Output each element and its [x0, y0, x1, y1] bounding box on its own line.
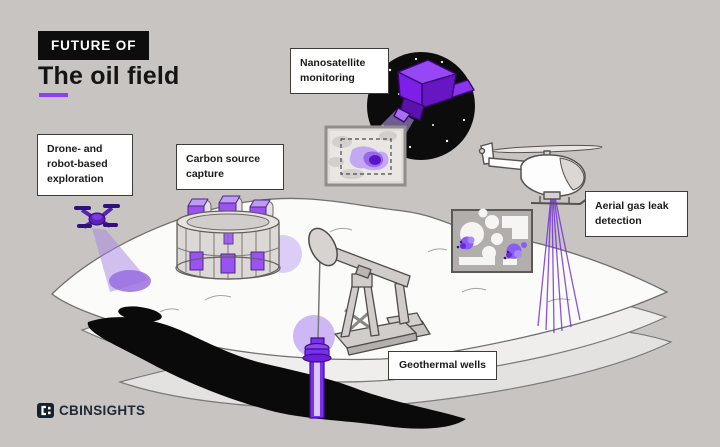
terrain-layers	[51, 197, 673, 409]
pumpjack	[308, 227, 431, 356]
nanosatellite-scene	[324, 52, 475, 187]
brand-logo: CBINSIGHTS	[37, 402, 145, 419]
helicopter-scene	[478, 142, 603, 334]
title-underline	[39, 93, 68, 97]
satellite-image-inset	[324, 125, 407, 187]
drone-icon	[74, 204, 120, 229]
label-carbon-capture: Carbon source capture	[176, 144, 284, 191]
nanosatellite-icon	[393, 59, 475, 123]
label-geothermal-wells: Geothermal wells	[388, 351, 497, 381]
cbinsights-icon	[37, 403, 54, 418]
label-drone-exploration: Drone- and robot-based exploration	[37, 134, 133, 196]
detected-gas-leaks	[456, 236, 527, 260]
carbon-capture-structure	[175, 195, 281, 280]
page-title: The oil field	[38, 62, 180, 90]
drone-spotlight	[109, 270, 151, 292]
oil-pool	[87, 306, 467, 429]
label-aerial-gas-leak-detection: Aerial gas leak detection	[585, 191, 688, 238]
carbon-capture-inner-cells	[189, 231, 265, 274]
leak-detection-panel	[451, 208, 533, 273]
brand-name: CBINSIGHTS	[59, 403, 146, 418]
helicopter-icon	[478, 142, 603, 205]
pumpjack-horsehead	[308, 227, 338, 267]
kicker-badge: FUTURE OF	[38, 31, 150, 60]
pumpjack-cable	[317, 253, 321, 341]
drone-scene	[74, 204, 151, 292]
inset-dashed-frame	[340, 138, 392, 175]
laser-beams	[537, 196, 581, 334]
geothermal-well	[302, 337, 332, 419]
label-nanosatellite-monitoring: Nanosatellite monitoring	[290, 48, 389, 95]
detected-plume-core	[369, 155, 381, 165]
